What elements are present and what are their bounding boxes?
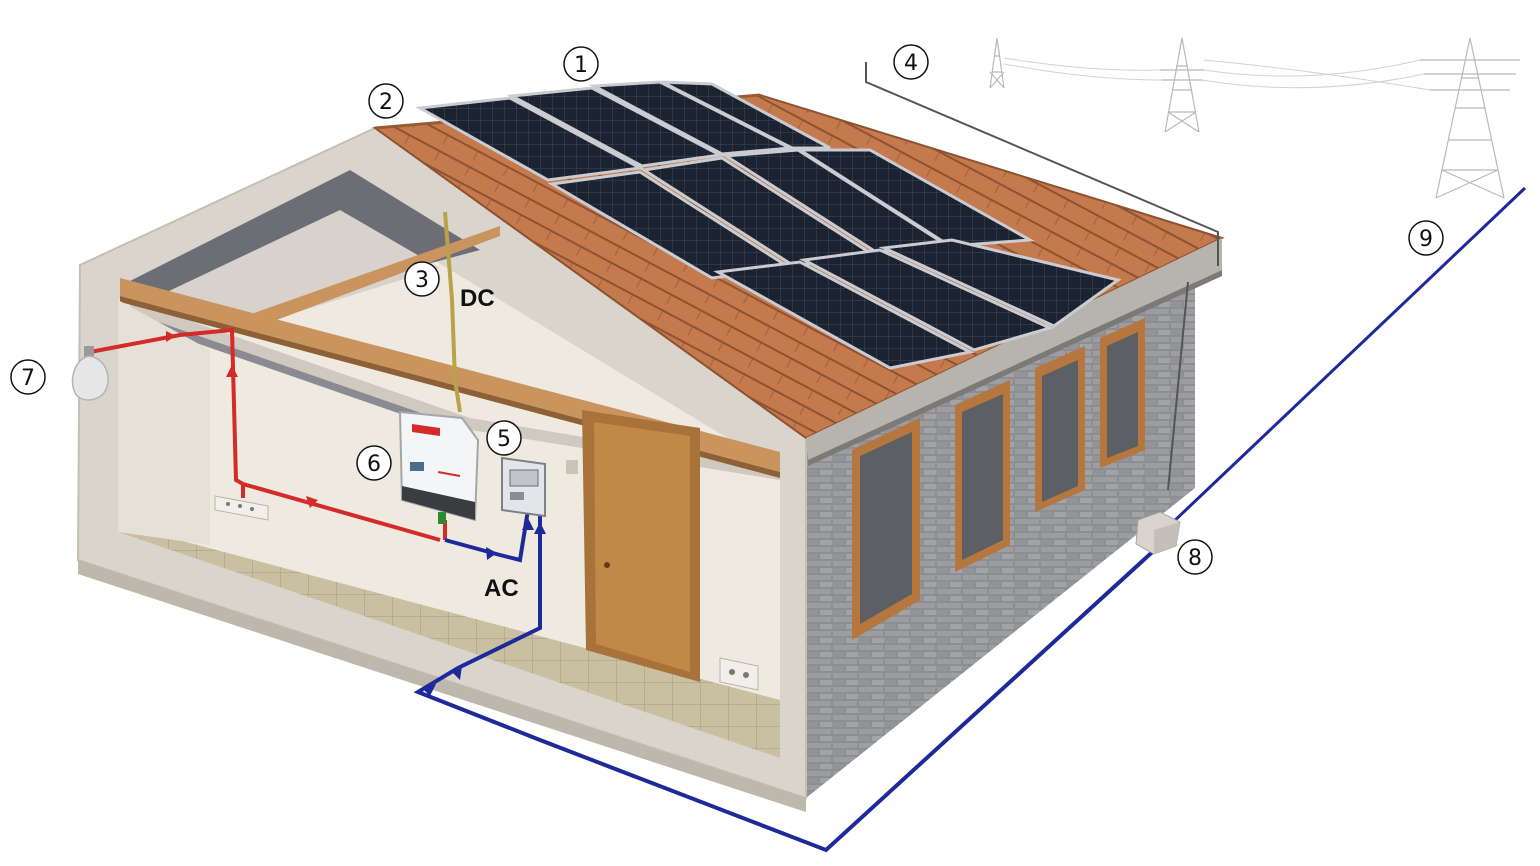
callout-3: 3 — [404, 261, 440, 297]
svg-text:5: 5 — [497, 427, 511, 452]
callout-1: 1 — [563, 46, 599, 82]
roof-dimension-bracket — [865, 62, 1219, 266]
door — [582, 410, 700, 682]
wall-outlet — [214, 495, 269, 521]
dc-label: DC — [460, 285, 495, 312]
ac-grid-wiring — [413, 508, 1162, 853]
power-tower-icon — [989, 37, 1520, 199]
callout-4: 4 — [893, 44, 929, 80]
ac-label: AC — [484, 575, 519, 602]
callout-2: 2 — [368, 83, 404, 119]
svg-text:8: 8 — [1188, 546, 1202, 571]
meter-icon — [501, 456, 546, 518]
solar-panel-array — [415, 80, 1122, 370]
svg-text:1: 1 — [574, 53, 588, 78]
wall-outlet — [719, 657, 759, 691]
callout-9: 9 — [1408, 220, 1444, 256]
side-windows — [852, 318, 1145, 640]
callout-5: 5 — [486, 420, 522, 456]
solar-panel-icon — [415, 80, 1122, 370]
svg-text:6: 6 — [367, 452, 381, 477]
light-switch — [566, 460, 578, 474]
inverter-icon — [398, 410, 480, 524]
junction-box-icon — [1135, 511, 1181, 555]
callout-6: 6 — [356, 445, 392, 481]
dc-cable — [443, 211, 462, 413]
svg-text:2: 2 — [379, 90, 393, 115]
svg-text:4: 4 — [904, 51, 918, 76]
floor — [118, 532, 780, 758]
svg-text:7: 7 — [21, 366, 35, 391]
svg-text:9: 9 — [1419, 227, 1433, 252]
grid-line-to-utility — [1168, 186, 1527, 527]
power-lines — [1003, 57, 1431, 91]
light-bulb-icon — [71, 346, 109, 401]
callout-7: 7 — [10, 359, 46, 395]
svg-text:3: 3 — [415, 268, 429, 293]
callout-8: 8 — [1177, 539, 1213, 575]
